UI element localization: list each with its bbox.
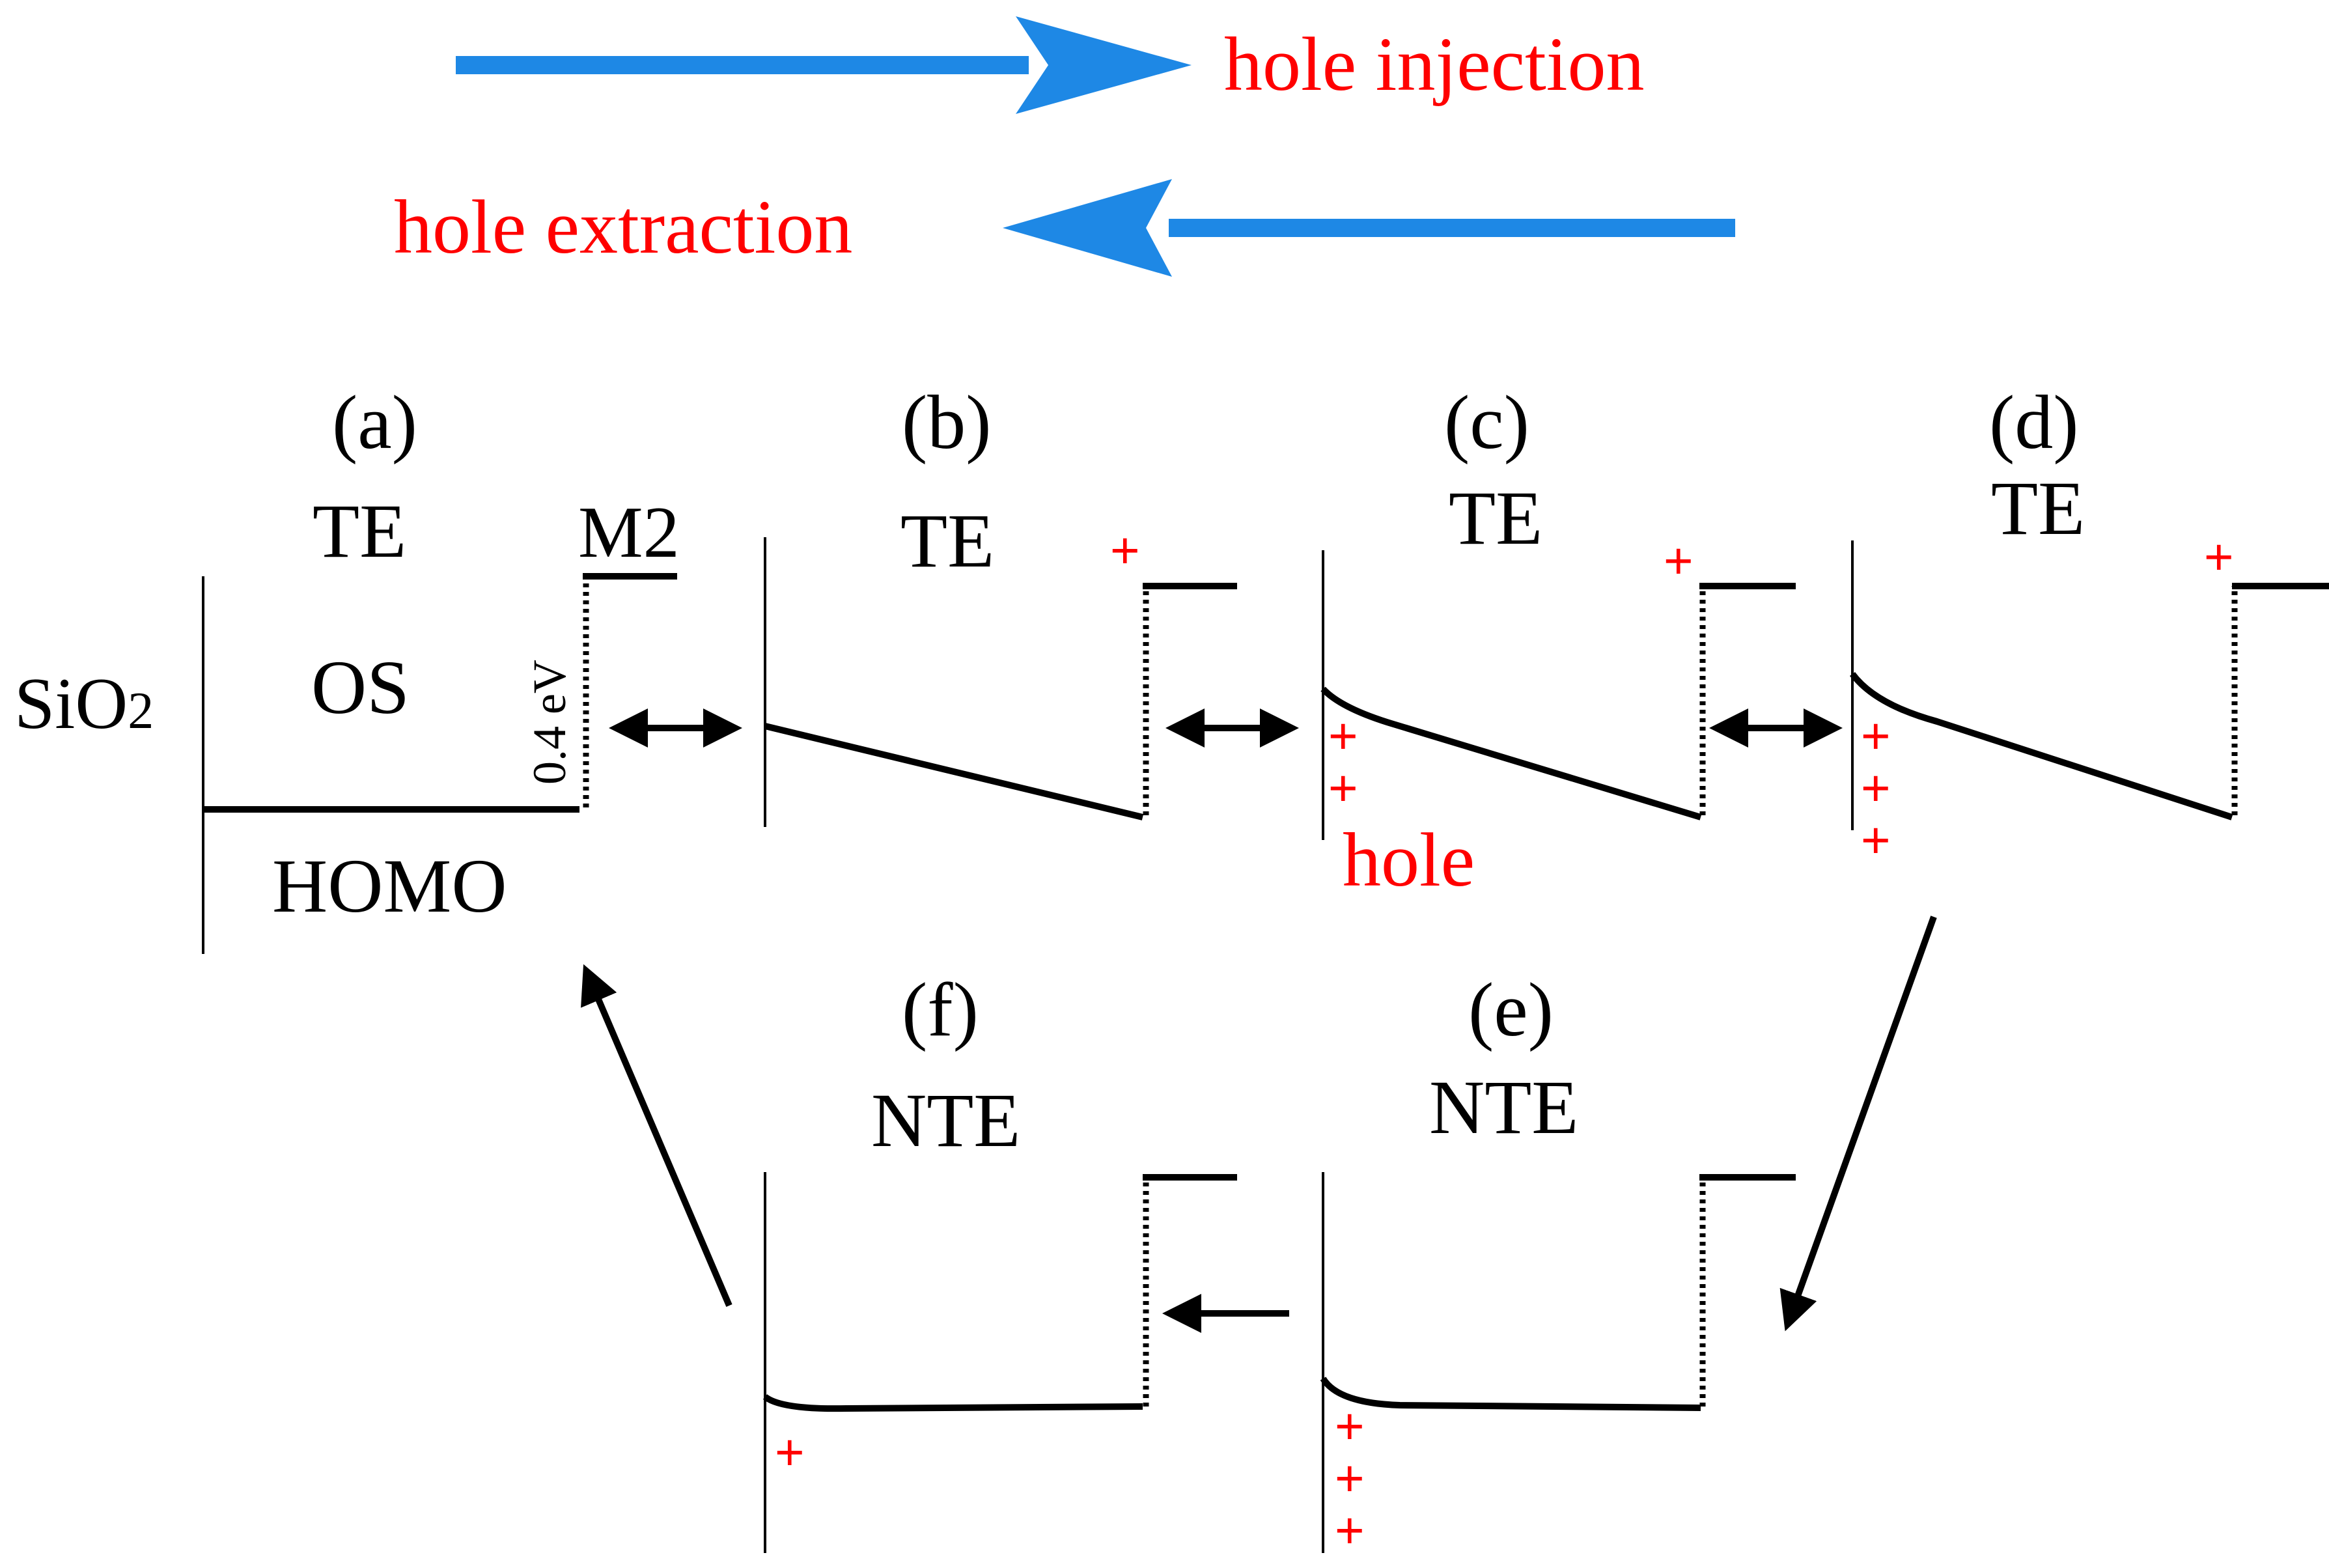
panel-a-oxide: SiO2 [14, 664, 154, 744]
panel-f-state: NTE [871, 1078, 1020, 1163]
panel-c-state: TE [1449, 475, 1542, 561]
panel-b-id: (b) [902, 380, 992, 465]
panel-c-charge-1: + [1328, 707, 1358, 764]
panel-f: (f) NTE + [762, 967, 1237, 1553]
injection-arrowhead [1016, 16, 1192, 114]
panel-b-state: TE [900, 498, 994, 583]
panel-e: (e) NTE + + + [1320, 967, 1796, 1559]
panel-c-hole-label: hole [1343, 817, 1475, 903]
panel-a-electrode: M2 [578, 492, 680, 573]
panel-c-charge-2: + [1328, 759, 1358, 817]
panel-e-id: (e) [1468, 967, 1554, 1052]
panel-e-state: NTE [1429, 1065, 1578, 1150]
panel-f-id: (f) [902, 967, 979, 1052]
extraction-arrowhead [1003, 179, 1172, 277]
panel-a-semiconductor: OS [311, 645, 410, 730]
panel-a-id: (a) [332, 380, 417, 465]
panel-a-homo-label: HOMO [272, 843, 507, 929]
panel-d-state: TE [1991, 466, 2085, 551]
panel-c-id: (c) [1444, 380, 1529, 465]
panel-d: (d) TE + + + + [1849, 380, 2329, 869]
panel-d-charge-3: + [1861, 811, 1891, 869]
panel-d-id: (d) [1989, 380, 2079, 465]
hole-injection-legend: hole injection [456, 16, 1645, 114]
panel-e-charge-2: + [1335, 1449, 1365, 1507]
panel-a-state: TE [313, 488, 406, 574]
panel-a-barrier-label: 0.4 eV [523, 660, 576, 785]
panel-b-electrode-charge: + [1110, 522, 1140, 579]
panel-b-homo-line [764, 723, 1144, 820]
panel-a-oxide-text: SiO [14, 664, 128, 744]
panel-f-homo-curve [762, 1393, 1143, 1412]
flow-arrow-f-a [581, 964, 732, 1307]
panel-f-charge-1: + [775, 1423, 805, 1481]
panel-e-charge-3: + [1335, 1502, 1365, 1559]
panel-c-electrode-charge: + [1664, 532, 1694, 589]
panel-d-charge-2: + [1861, 759, 1891, 817]
panel-c: (c) TE + + + hole [1320, 380, 1796, 903]
flow-arrow-d-e [1779, 916, 1937, 1332]
hole-injection-label: hole injection [1224, 21, 1645, 107]
panel-d-charge-1: + [1861, 707, 1891, 764]
hole-extraction-legend: hole extraction [394, 179, 1735, 277]
hole-extraction-label: hole extraction [394, 184, 852, 270]
panel-b: (b) TE + [764, 380, 1237, 827]
panel-c-homo-curve [1320, 686, 1702, 820]
panel-e-homo-curve [1320, 1377, 1701, 1411]
panel-a: (a) TE M2 SiO2 OS 0.4 eV HOMO [14, 380, 680, 954]
panel-d-electrode-charge: + [2204, 528, 2234, 585]
panel-e-charge-1: + [1335, 1397, 1365, 1455]
panel-d-homo-curve [1849, 671, 2233, 820]
panel-a-oxide-subscript: 2 [128, 682, 154, 740]
